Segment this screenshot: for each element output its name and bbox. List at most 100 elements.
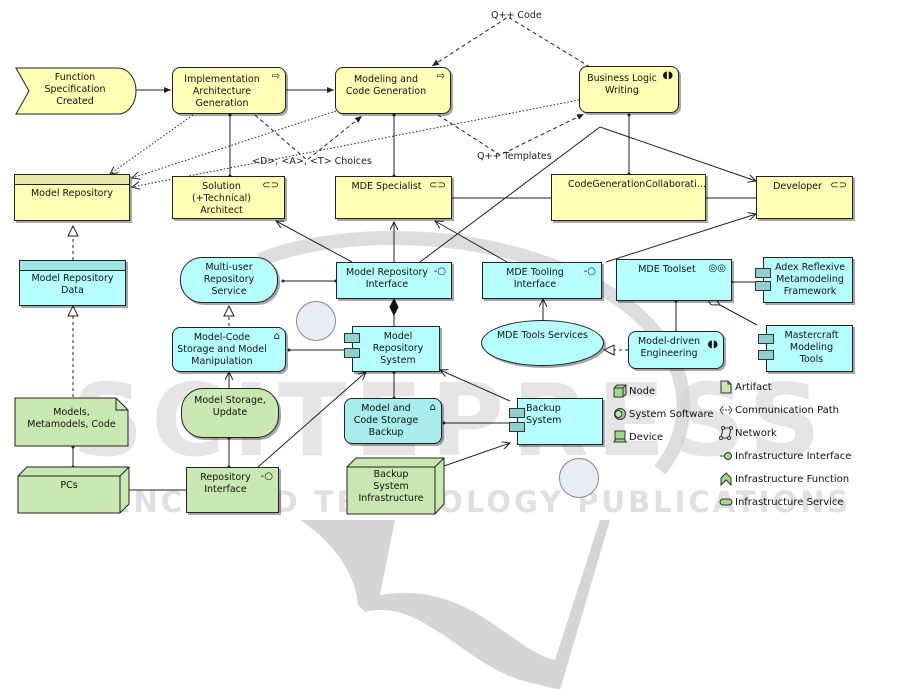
decorative-circle: [296, 301, 336, 341]
edge-label-qpp-templates: Q++ Templates: [477, 151, 552, 162]
component-tab: [758, 334, 774, 344]
node-backup-infrastructure[interactable]: Backup System Infrastructure: [346, 457, 445, 515]
edge-used-bsi-bs: [443, 443, 510, 467]
event-shape: [15, 67, 137, 115]
node-model-storage-update[interactable]: Model Storage, Update: [181, 388, 279, 438]
data-object-header: [20, 261, 125, 271]
label: Repository Interface: [200, 472, 251, 495]
node-code-gen-collaboration[interactable]: CodeGenerationCollaborati...: [551, 174, 706, 221]
legend-item-communication-path: Communication Path: [719, 403, 839, 417]
edge-qpp-code: [431, 16, 591, 68]
label: MDE Specialist: [351, 181, 422, 192]
component-tab: [755, 281, 771, 291]
edge-templates: [437, 113, 585, 156]
component-tab: [509, 408, 525, 418]
role-icon: ⊂⊃: [262, 180, 279, 191]
edge-label-choices: <D>; <A>, <T> Choices: [252, 156, 372, 167]
edge-used-bs-mrs: [440, 370, 511, 402]
node-repository-interface[interactable]: Repository Interface -○: [186, 467, 279, 513]
legend-item-network: Network: [719, 426, 777, 440]
object-header: [15, 175, 129, 185]
label: Model Repository System: [372, 331, 424, 366]
node-modeling-code-generation[interactable]: Modeling and Code Generation ⇨: [335, 67, 451, 114]
node-model-repository-system[interactable]: Model Repository System: [344, 326, 440, 372]
node-model-code-storage-backup[interactable]: Model and Code Storage Backup ⌂: [344, 398, 442, 444]
communication-path-icon: [719, 405, 733, 415]
legend-item-artifact: Artifact: [719, 380, 772, 394]
legend-label: Communication Path: [735, 404, 839, 416]
process-arrow-icon: ⇨: [436, 71, 445, 82]
node-mde-tools-services[interactable]: MDE Tools Services: [481, 320, 604, 366]
node-model-driven-engineering[interactable]: Model-driven Engineering ◖◗: [628, 331, 724, 369]
legend-label: Network: [735, 427, 777, 439]
node-mde-specialist[interactable]: MDE Specialist ⊂⊃: [335, 176, 452, 219]
node-mde-tooling-interface[interactable]: MDE Tooling Interface -○: [482, 262, 602, 299]
node-mastercraft-tools[interactable]: Mastercraft Modeling Tools: [758, 325, 853, 372]
label: Solution (+Technical) Architect: [192, 181, 251, 216]
label: Models, Metamodels, Code: [27, 407, 116, 430]
network-icon: [719, 426, 733, 440]
node-developer[interactable]: Developer ⊂⊃: [756, 176, 853, 219]
legend-item-infrastructure-interface: Infrastructure Interface: [719, 449, 851, 463]
node-model-repository[interactable]: Model Repository: [14, 174, 130, 221]
node-mde-toolset[interactable]: MDE Toolset ◎◎: [616, 259, 732, 301]
legend-label: Device: [629, 431, 664, 443]
infrastructure-function-icon: [720, 472, 732, 486]
edge-used-mtoolset-dev: [605, 214, 756, 263]
legend-label: Infrastructure Interface: [735, 450, 852, 462]
label: Mastercraft Modeling Tools: [784, 330, 839, 365]
node-business-logic-writing[interactable]: Business Logic Writing ◖◗: [579, 66, 679, 113]
label: CodeGenerationCollaborati...: [568, 179, 706, 190]
node-multi-user-repo-service[interactable]: Multi-user Repository Service: [180, 257, 278, 303]
node-icon: [613, 384, 627, 398]
component-tab: [758, 350, 774, 360]
node-adex-framework[interactable]: Adex Reflexive Metamodeling Framework: [755, 257, 853, 303]
edge-access-3: [132, 99, 580, 187]
label: Developer: [773, 181, 822, 192]
label: Modeling and Code Generation: [345, 74, 427, 97]
component-tab: [344, 333, 360, 343]
function-icon: ⌂: [273, 331, 280, 342]
node-model-repository-data[interactable]: Model Repository Data: [19, 260, 126, 306]
label: Backup System Infrastructure: [358, 469, 424, 504]
node-pcs[interactable]: PCs: [17, 466, 130, 514]
node-3d-shape: [346, 457, 445, 515]
artifact-icon: [720, 380, 732, 394]
collaboration-icon: ◎◎: [708, 263, 726, 274]
legend-item-system-software: System Software: [613, 407, 714, 421]
node-models-metamodels-code[interactable]: Models, Metamodels, Code: [14, 397, 129, 447]
role-icon: ⊂⊃: [830, 180, 847, 191]
watermark-subtitle: SCIENCE AND TECHNOLOGY PUBLICATIONS: [49, 485, 852, 519]
label: Function Specification Created: [44, 72, 106, 107]
label: MDE Toolset: [638, 264, 696, 275]
legend-label: Node: [629, 385, 656, 397]
interface-icon: -○: [583, 266, 596, 277]
edge-label-qpp-code: Q++ Code: [491, 10, 542, 21]
legend-label: Infrastructure Function: [735, 473, 850, 485]
infrastructure-interface-icon: [720, 452, 732, 460]
legend-item-infrastructure-service: Infrastructure Service: [719, 495, 844, 509]
node-solution-architect[interactable]: Solution (+Technical) Architect ⊂⊃: [172, 176, 285, 219]
edge-used-ri-mrs: [257, 372, 366, 468]
edge-used-mti-mde: [435, 221, 508, 263]
label: Model Repository Interface: [345, 267, 429, 290]
label: Model Repository Data: [31, 273, 114, 296]
label: Backup System: [526, 403, 562, 426]
node-impl-arch-generation[interactable]: Implementation Architecture Generation ⇨: [172, 67, 286, 114]
edge-choices: [254, 114, 363, 161]
infrastructure-service-icon: [719, 498, 733, 506]
system-software-icon: [614, 408, 626, 420]
node-function-spec-created[interactable]: Function Specification Created: [15, 67, 137, 115]
legend-item-infrastructure-function: Infrastructure Function: [719, 472, 849, 486]
node-backup-system[interactable]: Backup System: [509, 398, 603, 445]
label: PCs: [60, 480, 78, 491]
interface-icon: -○: [260, 471, 273, 482]
label: MDE Tooling Interface: [506, 267, 564, 290]
node-model-code-storage[interactable]: Model-Code Storage and Model Manipulatio…: [172, 327, 286, 372]
artifact-shape: [14, 397, 129, 447]
node-model-repository-interface[interactable]: Model Repository Interface -○: [336, 262, 452, 299]
decorative-circle: [559, 458, 599, 498]
component-tab: [509, 422, 525, 432]
legend-item-device: Device: [613, 430, 663, 444]
